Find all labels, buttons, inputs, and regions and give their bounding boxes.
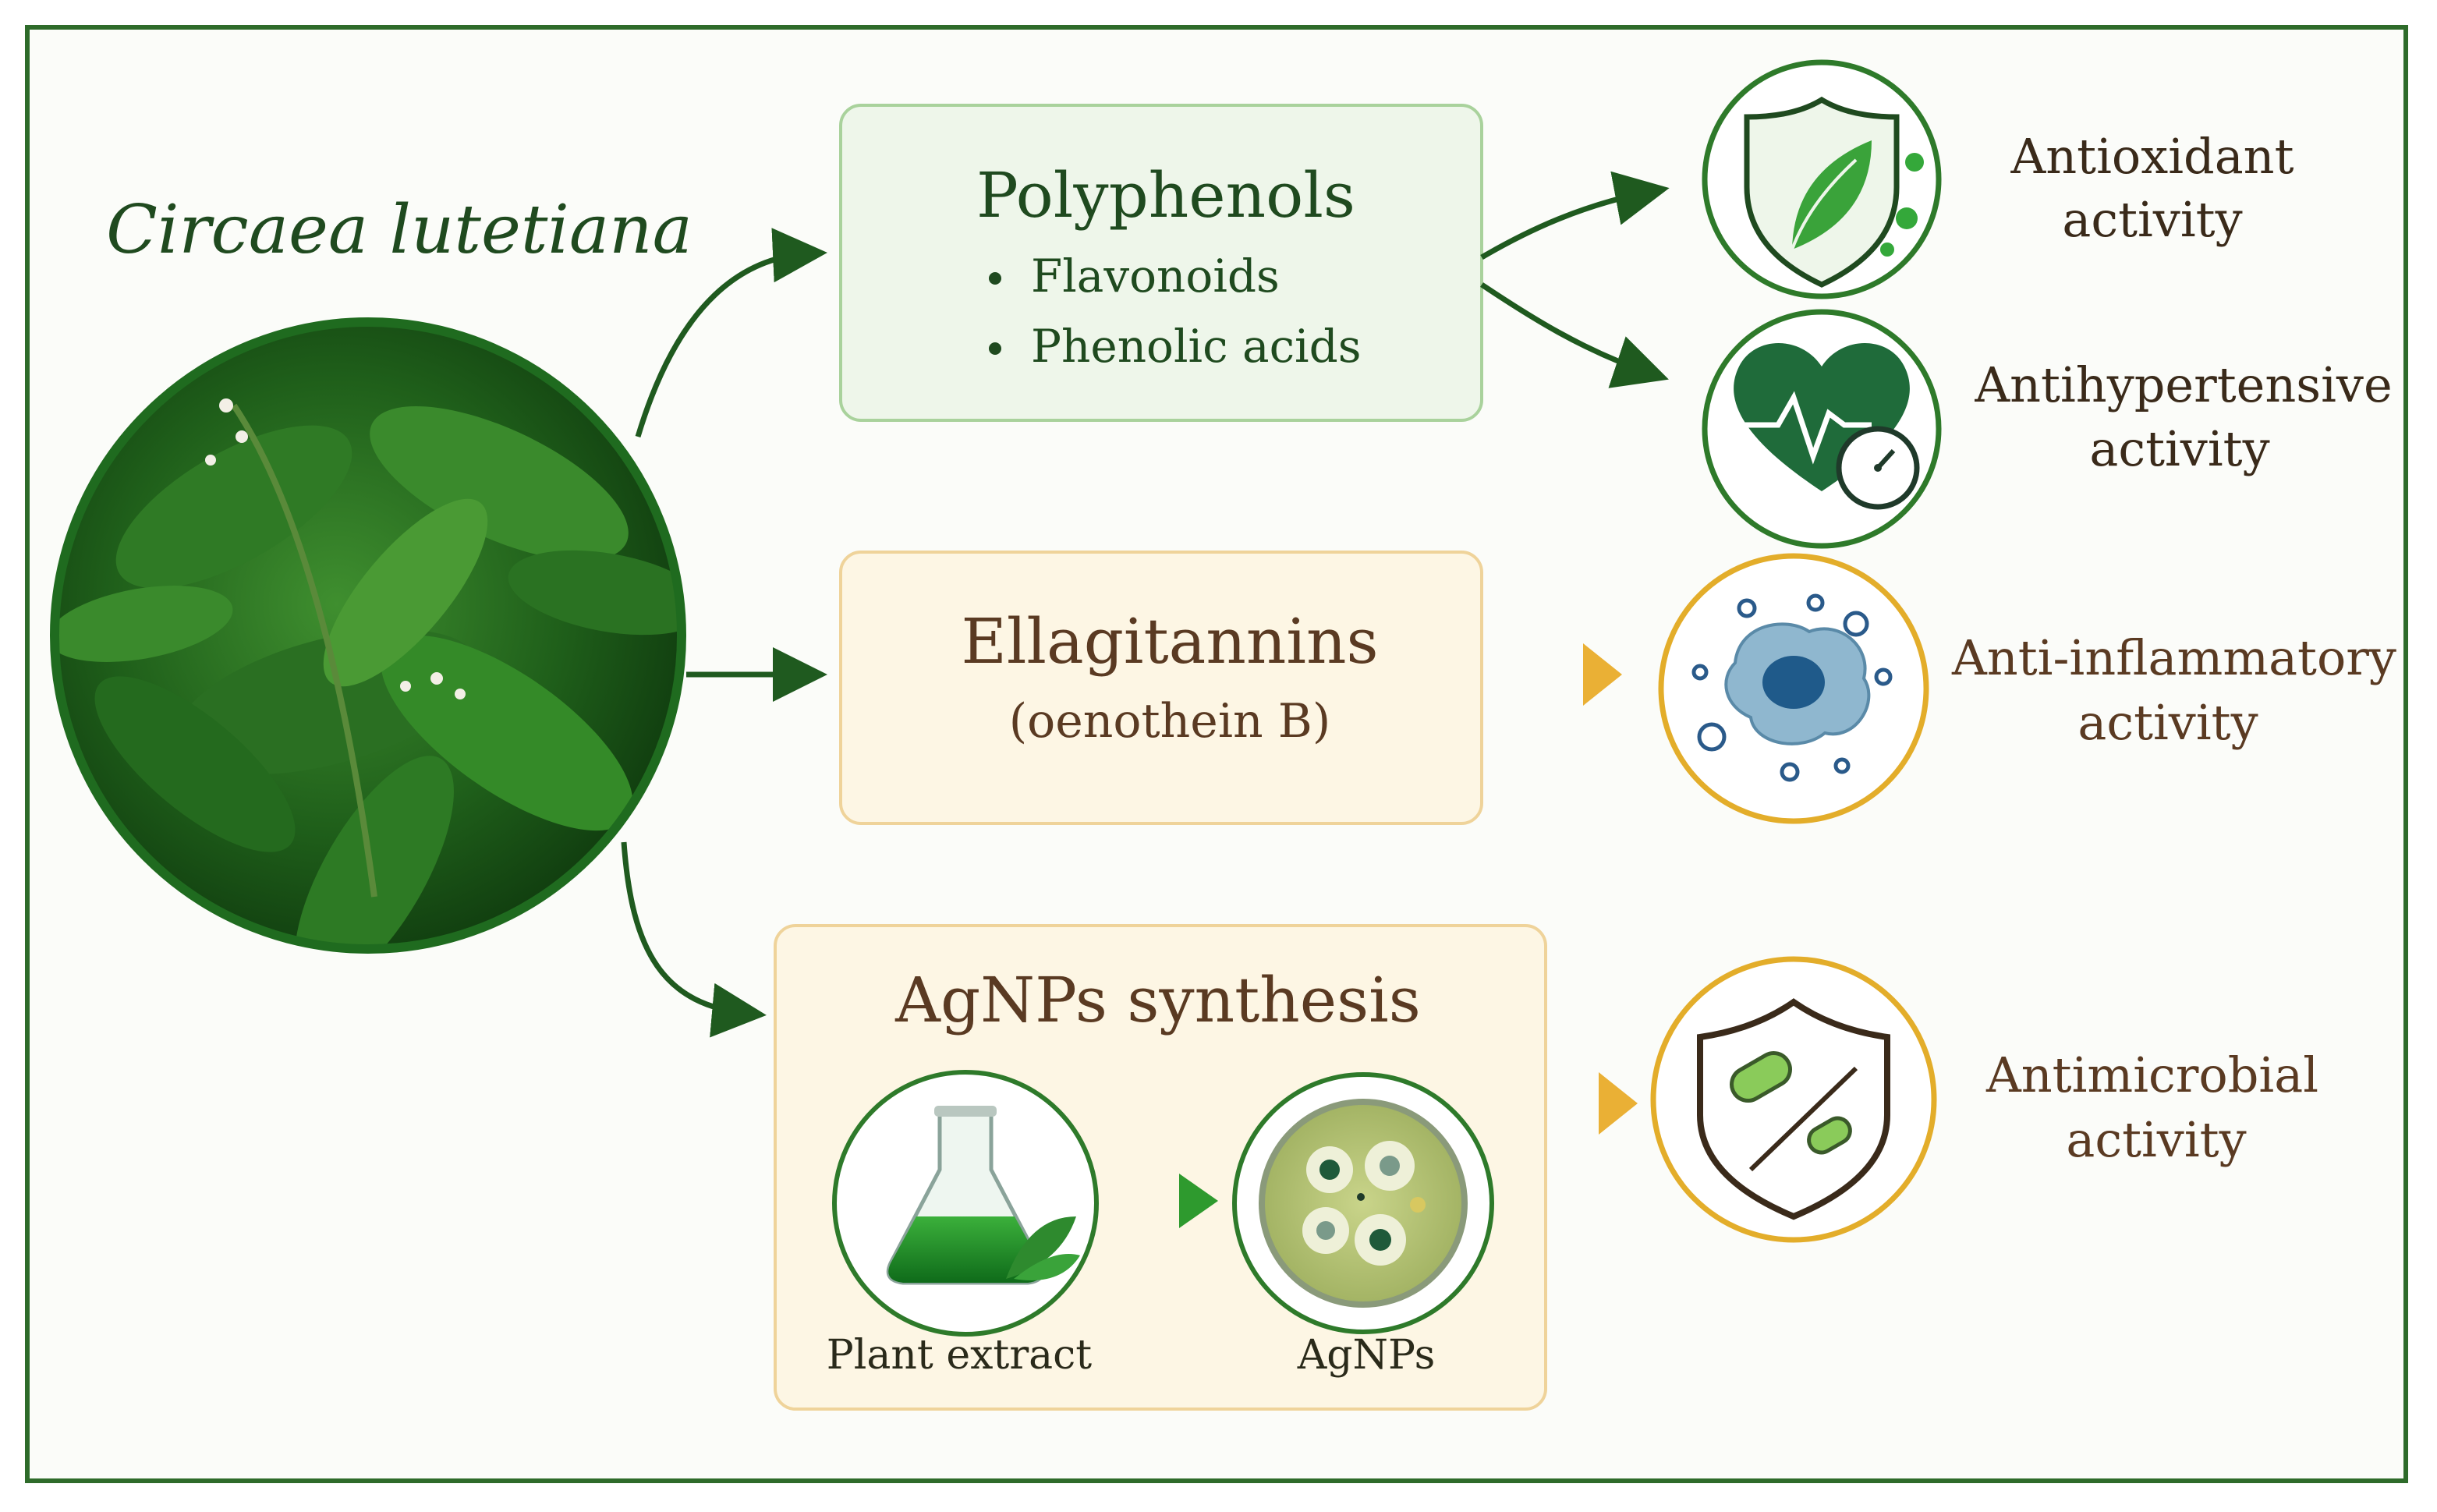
arrow-plant-to-polyphenols xyxy=(635,228,827,438)
plant-name: Circaea lutetiana xyxy=(106,191,692,269)
agnps-box: AgNPs synthesis Plant extract xyxy=(774,924,1547,1411)
shield-bacteria-icon xyxy=(1650,956,1937,1243)
flask-icon xyxy=(832,1070,1099,1337)
arrow-polyphenols-to-antihypertensive xyxy=(1480,282,1669,388)
polyphenols-title: Polyphenols xyxy=(976,159,1355,232)
polyphenols-item-phenolic-acids: Phenolic acids xyxy=(1031,320,1362,373)
ellagitannins-box: Ellagitannins (oenothein B) xyxy=(839,551,1483,825)
arrowhead-gold-1 xyxy=(1583,643,1622,706)
activity-antihypertensive-line2: activity xyxy=(2089,420,2269,477)
polyphenols-item-flavonoids: Flavonoids xyxy=(1031,250,1280,303)
agnps-title: AgNPs synthesis xyxy=(894,964,1421,1036)
cell-icon xyxy=(1658,553,1929,824)
agnps-extract-label: Plant extract xyxy=(827,1332,1093,1379)
plant-image xyxy=(50,317,686,954)
arrowhead-green xyxy=(1179,1174,1218,1228)
ellagitannins-subtitle: (oenothein B) xyxy=(1009,694,1330,749)
activity-antiinflammatory-line1: Anti-inflammatory xyxy=(1951,629,2396,686)
petri-dish-icon xyxy=(1232,1072,1494,1334)
activity-antioxidant-line1: Antioxidant xyxy=(2010,128,2294,185)
agnps-particles-label: AgNPs xyxy=(1297,1332,1436,1379)
activity-antiinflammatory-line2: activity xyxy=(2077,694,2258,751)
heart-gauge-icon xyxy=(1702,309,1942,549)
activity-antioxidant-line2: activity xyxy=(2062,191,2242,248)
activity-antimicrobial-line1: Antimicrobial xyxy=(1985,1046,2318,1103)
arrowhead-gold-2 xyxy=(1599,1072,1638,1135)
ellagitannins-title: Ellagitannins xyxy=(961,605,1378,678)
arrow-polyphenols-to-antioxidant xyxy=(1480,171,1670,260)
activity-antihypertensive-line1: Antihypertensive xyxy=(1974,356,2392,413)
shield-leaf-icon xyxy=(1702,59,1942,299)
activity-antimicrobial-line2: activity xyxy=(2066,1111,2246,1168)
arrow-plant-to-agnps xyxy=(621,841,767,1038)
polyphenols-box: Polyphenols Flavonoids Phenolic acids xyxy=(839,104,1483,422)
